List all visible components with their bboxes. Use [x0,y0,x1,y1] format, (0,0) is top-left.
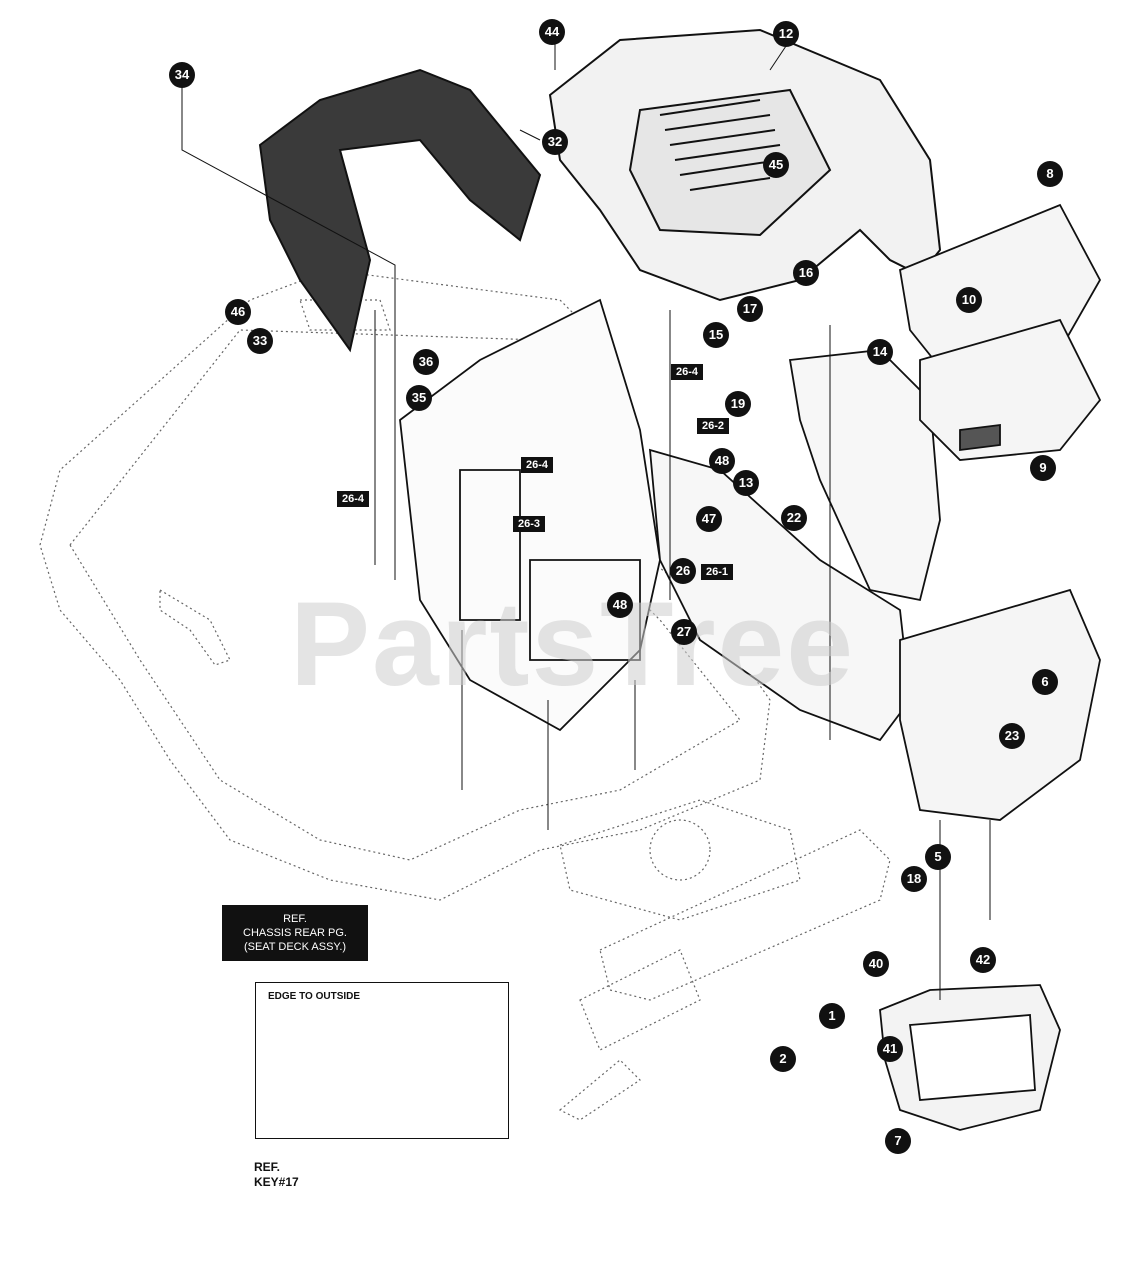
callout-17: 17 [737,296,763,322]
grille-panel [258,68,542,353]
callout-8: 8 [1037,161,1063,187]
tag-26-4-left: 26-4 [337,491,370,507]
ref-chassis-line3: (SEAT DECK ASSY.) [243,941,347,953]
callout-19: 19 [725,391,751,417]
callout-14: 14 [867,339,893,365]
callout-26: 26 [670,558,696,584]
callout-12: 12 [773,21,799,47]
callout-46: 46 [225,299,251,325]
callout-5: 5 [925,844,951,870]
callout-44: 44 [539,19,565,45]
callout-7: 7 [885,1128,911,1154]
callout-41: 41 [877,1036,903,1062]
callout-42: 42 [970,947,996,973]
ref-chassis-line1: REF. [283,913,307,925]
ref-key-line1: REF. [254,1160,281,1174]
tag-26-2: 26-2 [697,418,730,434]
leader-lines [181,39,991,1000]
callout-45: 45 [763,152,789,178]
tag-26-1: 26-1 [701,564,734,580]
inset-box [255,982,509,1139]
callout-48-lower: 48 [607,592,633,618]
callout-22: 22 [781,505,807,531]
front-nose [898,203,1102,821]
ref-key-line2: KEY#17 [254,1175,299,1189]
tag-26-4-top: 26-4 [671,364,704,380]
hood-part [548,28,942,302]
seat-deck-outline [39,269,771,901]
callout-9: 9 [1030,455,1056,481]
callout-18: 18 [901,866,927,892]
callout-35: 35 [406,385,432,411]
callout-1: 1 [819,1003,845,1029]
callout-33: 33 [247,328,273,354]
chassis-outline [558,799,891,1121]
inset-label: EDGE TO OUTSIDE [268,991,361,1002]
callout-40: 40 [863,951,889,977]
callout-27: 27 [671,619,697,645]
tag-26-4-mid: 26-4 [521,457,554,473]
dash-panel [399,298,661,732]
callout-16: 16 [793,260,819,286]
callout-48-upper: 48 [709,448,735,474]
ref-chassis-box: REF. CHASSIS REAR PG. (SEAT DECK ASSY.) [222,905,368,961]
callout-10: 10 [956,287,982,313]
battery-tray [879,984,1061,1131]
callout-36: 36 [413,349,439,375]
callout-47: 47 [696,506,722,532]
callout-13: 13 [733,470,759,496]
callout-6: 6 [1032,669,1058,695]
callout-2: 2 [770,1046,796,1072]
callout-32: 32 [542,129,568,155]
watermark-text: PartsTree [290,577,856,711]
callout-34: 34 [169,62,195,88]
tag-26-3: 26-3 [513,516,546,532]
ref-chassis-line2: CHASSIS REAR PG. [243,927,347,939]
callout-15: 15 [703,322,729,348]
callout-23: 23 [999,723,1025,749]
ref-key-label: REF. KEY#17 [254,1160,299,1190]
